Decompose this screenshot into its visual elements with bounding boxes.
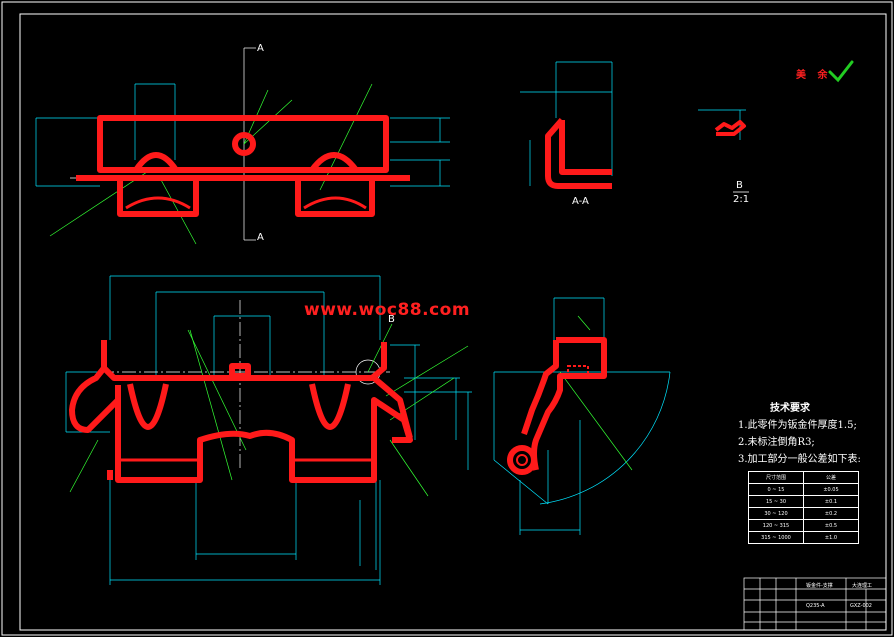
table-cell: ±1.0	[803, 531, 859, 544]
section-view-label: A-A	[572, 196, 589, 207]
table-cell: 30 ~ 120	[748, 507, 804, 520]
tech-req-item: 1.此零件为钣金件厚度1.5;	[738, 420, 857, 431]
table-row: 30 ~ 120 ±0.2	[748, 507, 859, 520]
title-block-material: Q235-A	[806, 603, 825, 609]
title-block-drawing-no: GXZ-002	[850, 603, 872, 609]
table-cell: ±0.1	[803, 495, 859, 508]
technical-requirements: 技术要求 1.此零件为钣金件厚度1.5; 2.未标注倒角R3; 3.加工部分一般…	[738, 400, 861, 468]
title-block-drawing-name: 钣金件-支撑	[806, 583, 833, 589]
table-row: 120 ~ 315 ±0.5	[748, 519, 859, 532]
table-cell: 0 ~ 15	[748, 483, 804, 496]
tolerance-table: 尺寸范围 公差 0 ~ 15 ±0.05 15 ~ 30 ±0.1 30 ~ 1…	[748, 471, 859, 544]
inner-frame	[19, 13, 887, 631]
tech-req-item: 3.加工部分一般公差如下表:	[738, 454, 861, 465]
tech-req-heading: 技术要求	[770, 403, 810, 414]
table-cell: ±0.05	[803, 483, 859, 496]
table-cell: 15 ~ 30	[748, 495, 804, 508]
check-mark-icon	[828, 60, 854, 83]
table-cell: 315 ~ 1000	[748, 531, 804, 544]
detail-b-view	[698, 109, 749, 193]
top-front-view	[35, 47, 450, 245]
detail-scale: 2:1	[733, 194, 750, 205]
table-row: 15 ~ 30 ±0.1	[748, 495, 859, 508]
title-block-company: 大连理工	[852, 583, 873, 589]
table-cell: 120 ~ 315	[748, 519, 804, 532]
detail-callout: B	[388, 314, 395, 325]
table-header: 公差	[803, 471, 859, 484]
reviewer-stamp: 美 余	[796, 70, 832, 81]
section-mark-top: A	[257, 43, 264, 54]
detail-letter: B	[736, 180, 743, 191]
table-header: 尺寸范围	[748, 471, 804, 484]
table-cell: ±0.2	[803, 507, 859, 520]
section-mark-bottom: A	[257, 232, 264, 243]
table-row: 315 ~ 1000 ±1.0	[748, 531, 859, 544]
table-row: 尺寸范围 公差	[748, 471, 859, 484]
watermark-text: www.woc88.com	[304, 300, 471, 320]
table-cell: ±0.5	[803, 519, 859, 532]
bottom-front-view	[65, 275, 472, 585]
section-a-a-view	[520, 61, 613, 189]
tech-req-item: 2.未标注倒角R3;	[738, 437, 815, 448]
side-view	[493, 297, 671, 535]
table-row: 0 ~ 15 ±0.05	[748, 483, 859, 496]
title-block	[743, 577, 887, 631]
